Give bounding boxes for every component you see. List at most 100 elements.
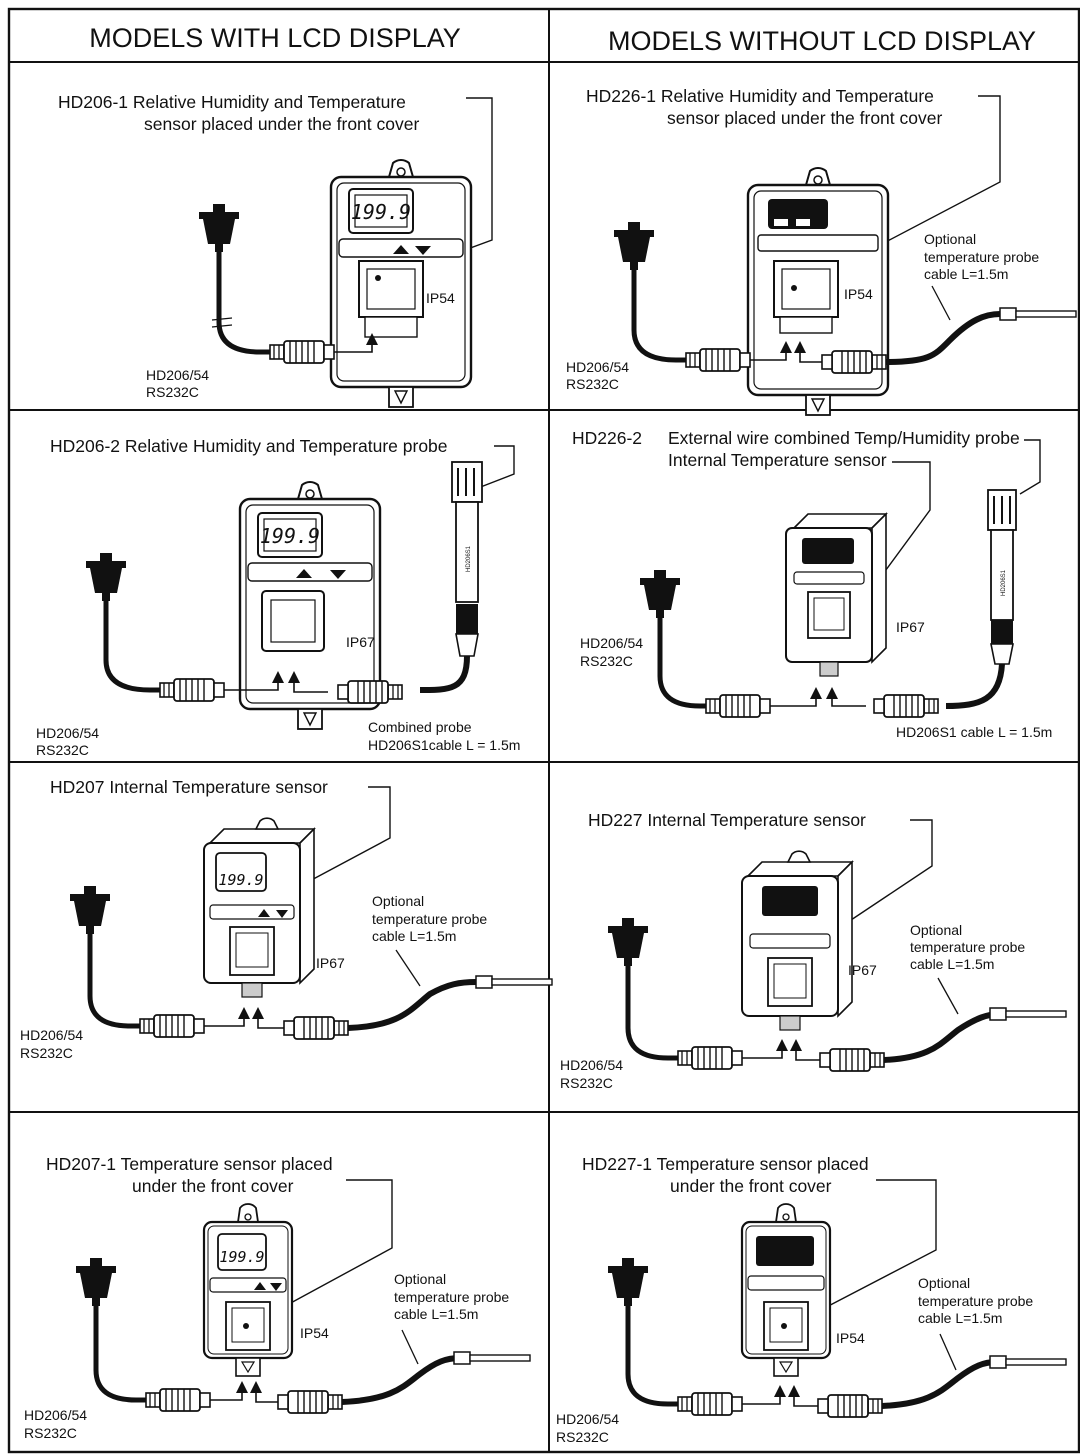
db9-connector — [608, 918, 648, 966]
db9-connector — [70, 886, 110, 934]
panel-hd226-1: HD226-1 Relative Humidity and Temperatur… — [566, 86, 1077, 417]
ip-rating: IP54 — [844, 286, 873, 302]
probe-label-line2: HD206S1cable L = 1.5m — [368, 737, 520, 753]
serial-cable — [657, 618, 706, 709]
probe-cable — [341, 1355, 461, 1405]
callout-leader — [797, 95, 1001, 289]
logger-housing: 199.9 — [203, 817, 316, 998]
probe-label: HD206S1 cable L = 1.5m — [896, 724, 1052, 740]
probe-body-label: HD206S1 — [1001, 569, 1007, 596]
ip-rating: IP54 — [300, 1325, 329, 1341]
ip-rating: IP54 — [836, 1330, 865, 1346]
callout-leader — [879, 461, 931, 579]
temperature-probe — [999, 307, 1077, 321]
connector-model: HD206/54 — [24, 1407, 87, 1423]
opt-probe-line3: cable L=1.5m — [924, 266, 1008, 282]
panel-caption-line1: External wire combined Temp/Humidity pro… — [668, 428, 1020, 448]
db9-connector — [76, 1258, 116, 1306]
panel-caption: HD227 Internal Temperature sensor — [588, 810, 866, 830]
panel-caption-line2: under the front cover — [132, 1176, 294, 1196]
panel-caption-model: HD226-2 — [572, 428, 642, 448]
probe-plug — [817, 1394, 883, 1418]
serial-cable — [87, 934, 140, 1029]
opt-probe-line1: Optional — [924, 231, 976, 247]
db9-connector — [614, 222, 654, 270]
temperature-probe — [475, 975, 553, 989]
arrow-up — [366, 333, 378, 345]
connector-std: RS232C — [20, 1045, 73, 1061]
callout-leader — [303, 786, 391, 885]
arrow-up — [790, 1039, 802, 1051]
logger-housing: 199.9 — [238, 480, 382, 731]
logger-housing — [785, 512, 888, 677]
opt-probe-line3: cable L=1.5m — [910, 956, 994, 972]
arrow-up — [272, 671, 284, 683]
opt-probe-line2: temperature probe — [924, 249, 1039, 265]
panel-caption-line1: HD227-1 Temperature sensor placed — [582, 1154, 869, 1174]
arrow-up — [252, 1007, 264, 1019]
outer-frame — [7, 7, 1080, 1454]
temperature-probe — [989, 1007, 1067, 1021]
cable-plug — [145, 1388, 211, 1412]
arrow-up — [780, 341, 792, 353]
probe-cable — [883, 1011, 1001, 1063]
panel-hd227: HD227 Internal Temperature sensor IP67 O… — [560, 810, 1067, 1091]
cable-plug — [685, 348, 751, 372]
connector-model: HD206/54 — [566, 359, 629, 375]
serial-cable — [625, 1306, 678, 1407]
status-panel — [802, 538, 854, 564]
logger-housing — [740, 1203, 832, 1377]
connector-model: HD206/54 — [560, 1057, 623, 1073]
cable-plug — [139, 1014, 205, 1038]
cable-plug — [705, 694, 771, 718]
db9-connector — [86, 553, 126, 601]
opt-probe-line1: Optional — [394, 1271, 446, 1287]
arrow-up — [788, 1385, 800, 1397]
opt-probe-line2: temperature probe — [394, 1289, 509, 1305]
keypad-strip — [247, 562, 373, 582]
status-panel — [762, 886, 818, 916]
combined-probe: HD206S1 — [945, 489, 1017, 709]
connector-model: HD206/54 — [146, 367, 209, 383]
cable-plug — [269, 340, 335, 364]
connector-model: HD206/54 — [580, 635, 643, 651]
opt-probe-line2: temperature probe — [910, 939, 1025, 955]
lcd-reading: 199.9 — [351, 200, 411, 224]
lcd-reading: 199.9 — [218, 871, 263, 889]
serial-cable — [625, 966, 678, 1061]
opt-probe-line3: cable L=1.5m — [372, 928, 456, 944]
opt-probe-line2: temperature probe — [372, 911, 487, 927]
panel-caption-line1: HD206-1 Relative Humidity and Temperatur… — [58, 92, 406, 112]
panel-hd226-2: HD226-2 External wire combined Temp/Humi… — [572, 428, 1052, 740]
serial-cable — [93, 1306, 146, 1403]
probe-plug — [819, 1048, 885, 1072]
connector-std: RS232C — [566, 376, 619, 392]
arrow-up — [826, 687, 838, 699]
arrow-up — [776, 1039, 788, 1051]
connector-model: HD206/54 — [20, 1027, 83, 1043]
connector-model: HD206/54 — [556, 1411, 619, 1427]
status-panel — [756, 1236, 814, 1266]
probe-cable — [881, 1359, 997, 1409]
panel-hd227-1: HD227-1 Temperature sensor placed under … — [556, 1154, 1067, 1445]
cable-plug — [677, 1392, 743, 1416]
ip-rating: IP54 — [426, 290, 455, 306]
arrow-up — [774, 1385, 786, 1397]
serial-cable — [216, 252, 270, 355]
probe-cable — [347, 979, 477, 1031]
arrow-up — [238, 1007, 250, 1019]
connector-std: RS232C — [36, 742, 89, 758]
probe-cable — [885, 311, 1001, 365]
logger-housing — [741, 850, 854, 1031]
logger-housing: 199.9 — [202, 1203, 294, 1377]
db9-connector — [608, 1258, 648, 1306]
probe-plug — [337, 680, 403, 704]
serial-cable — [631, 270, 686, 363]
callout-leader — [835, 819, 933, 931]
panel-caption: HD206-2 Relative Humidity and Temperatur… — [50, 436, 448, 456]
serial-cable — [103, 600, 160, 693]
callout-leader — [1019, 439, 1041, 495]
panel-hd207: HD207 Internal Temperature sensor 199.9 … — [20, 777, 553, 1061]
arrow-up — [236, 1381, 248, 1393]
ip-rating: IP67 — [346, 634, 375, 650]
